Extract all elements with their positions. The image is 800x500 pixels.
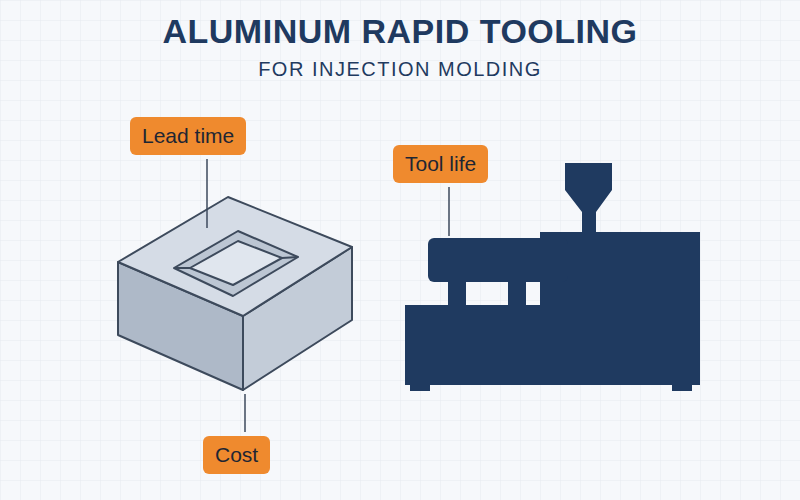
- callout-label: Tool life: [405, 152, 476, 176]
- callout-label: Cost: [215, 443, 258, 467]
- leader-lines: [207, 159, 449, 432]
- title: ALUMINUM RAPID TOOLING: [0, 12, 800, 51]
- subtitle: FOR INJECTION MOLDING: [0, 58, 800, 81]
- callout-box: Cost: [203, 436, 270, 474]
- callout-label: Lead time: [142, 124, 234, 148]
- callout-box: Tool life: [393, 145, 488, 183]
- injection-molding-machine: [405, 163, 700, 391]
- callout-box: Lead time: [130, 117, 246, 155]
- aluminum-block: [118, 197, 352, 390]
